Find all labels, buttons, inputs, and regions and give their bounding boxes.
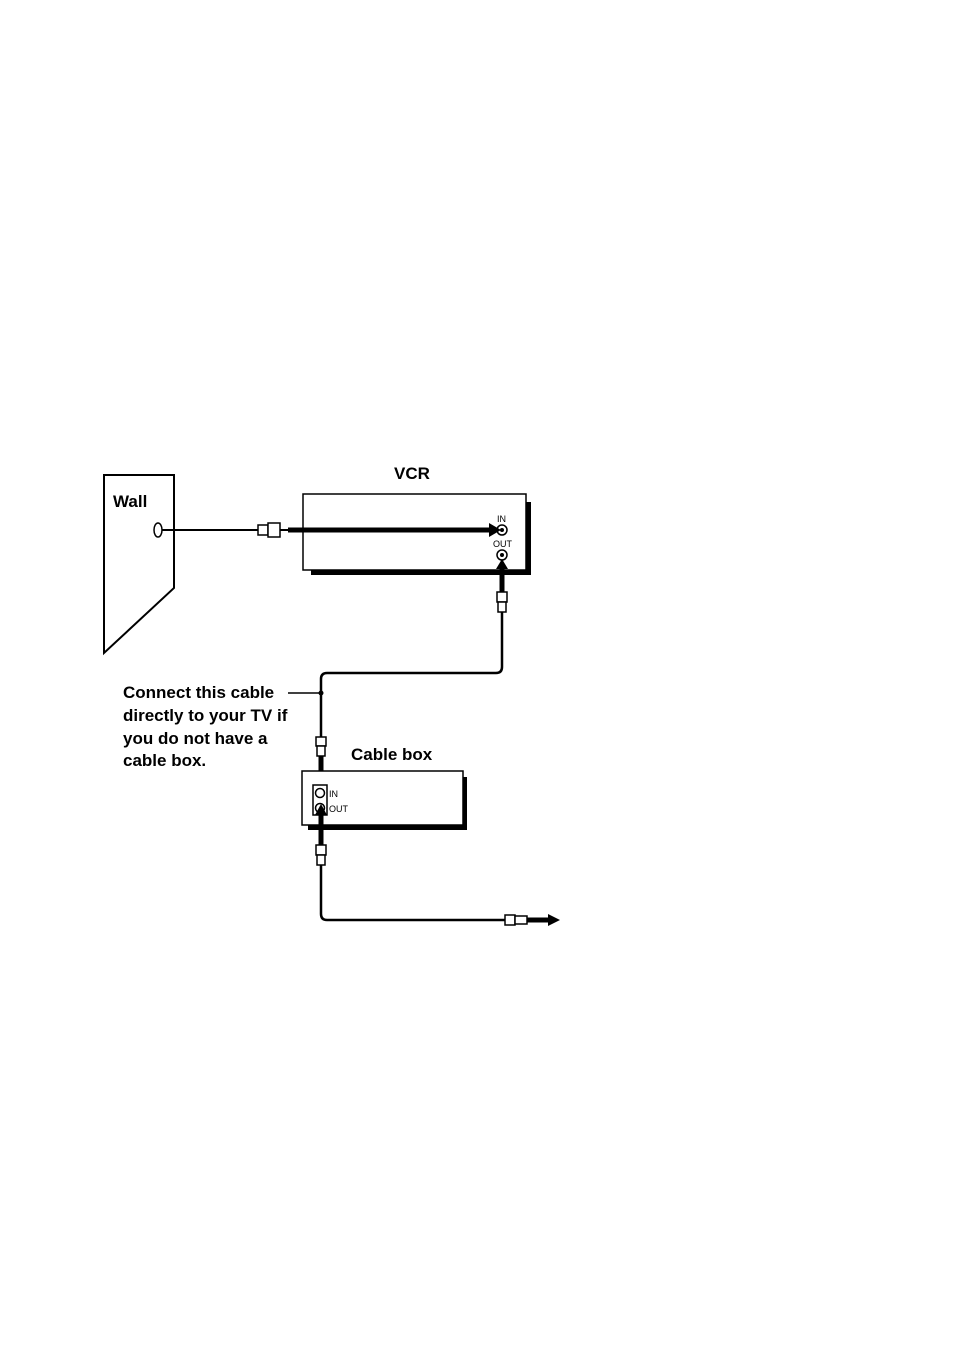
cable-box: Cable box IN OUT <box>302 745 467 830</box>
vcr: VCR IN OUT <box>303 464 531 575</box>
cable-box-out-label: OUT <box>329 804 349 814</box>
note-line-4: cable box. <box>123 751 206 770</box>
cable-box-in-port <box>316 789 325 798</box>
cable-box-in-label: IN <box>329 789 338 799</box>
wall-outlet <box>154 523 162 537</box>
note-line-3: you do not have a <box>123 729 268 748</box>
arrow-to-tv <box>548 914 560 926</box>
note-line-1: Connect this cable <box>123 683 274 702</box>
vcr-in-label: IN <box>497 514 506 524</box>
note-line-2: directly to your TV if <box>123 706 288 725</box>
wall-label: Wall <box>113 492 147 511</box>
vcr-out-label: OUT <box>493 539 513 549</box>
wall: Wall <box>104 475 174 653</box>
cable-box-label: Cable box <box>351 745 433 764</box>
vcr-label: VCR <box>394 464 430 483</box>
note: Connect this cable directly to your TV i… <box>123 683 288 770</box>
